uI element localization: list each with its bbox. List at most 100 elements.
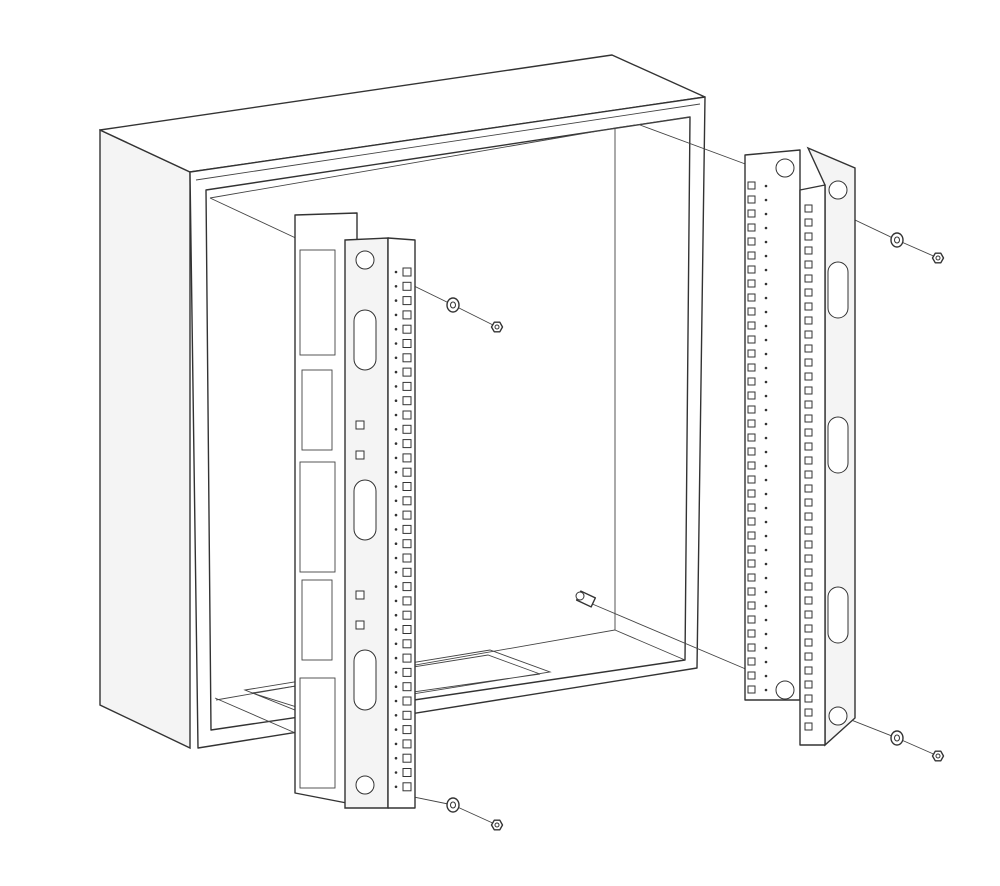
dot-hole xyxy=(764,520,768,524)
square-hole xyxy=(804,218,813,227)
dot-hole xyxy=(764,324,768,328)
square-hole xyxy=(402,410,412,420)
square-hole xyxy=(747,573,756,582)
square-hole xyxy=(747,629,756,638)
square-hole xyxy=(402,639,412,649)
square-hole xyxy=(747,307,756,316)
square-hole xyxy=(747,293,756,302)
dot-hole xyxy=(764,282,768,286)
rail-cutout xyxy=(299,461,336,573)
square-hole xyxy=(804,288,813,297)
dot-hole xyxy=(394,313,398,317)
dot-hole xyxy=(764,674,768,678)
square-hole xyxy=(804,568,813,577)
square-hole xyxy=(747,321,756,330)
dot-hole xyxy=(394,571,398,574)
square-hole xyxy=(747,531,756,540)
washer-hole xyxy=(450,801,456,809)
enclosure-opening xyxy=(205,116,691,731)
square-hole xyxy=(747,433,756,442)
mounting-hole xyxy=(828,706,848,726)
square-hole xyxy=(804,204,813,213)
square-hole xyxy=(804,624,813,633)
dot-hole xyxy=(394,456,398,460)
nut-hole xyxy=(494,324,500,330)
square-hole xyxy=(804,596,813,605)
square-hole xyxy=(804,554,813,563)
square-hole xyxy=(804,414,813,423)
square-hole xyxy=(804,260,813,269)
square-hole xyxy=(402,496,412,506)
dot-hole xyxy=(394,499,398,503)
square-hole xyxy=(402,610,412,620)
right-mounting-rail xyxy=(744,146,856,747)
dot-hole xyxy=(394,413,398,417)
square-hole xyxy=(747,237,756,246)
square-hole xyxy=(804,386,813,395)
square-hole xyxy=(747,335,756,344)
square-hole xyxy=(402,553,412,563)
dot-hole xyxy=(394,470,398,474)
dot-hole xyxy=(764,548,768,552)
square-hole xyxy=(804,232,813,241)
square-hole xyxy=(747,447,756,456)
dot-hole xyxy=(394,342,398,345)
square-hole xyxy=(747,419,756,428)
nut-hole xyxy=(935,255,941,261)
dot-hole xyxy=(394,513,398,517)
square-hole xyxy=(804,666,813,675)
square-hole xyxy=(402,453,412,463)
square-hole xyxy=(747,489,756,498)
square-hole xyxy=(402,510,412,520)
dot-hole xyxy=(764,506,768,510)
dot-hole xyxy=(394,556,398,560)
square-hole xyxy=(804,498,813,507)
square-hole xyxy=(747,517,756,526)
square-hole xyxy=(402,267,412,277)
washer-hole xyxy=(894,236,900,244)
dot-hole xyxy=(394,785,398,789)
fasteners xyxy=(446,232,945,831)
square-hole xyxy=(355,590,365,600)
dot-hole xyxy=(394,528,398,531)
dot-hole xyxy=(764,646,768,650)
dot-hole xyxy=(394,285,398,288)
oval-slot xyxy=(353,309,377,371)
square-hole xyxy=(804,358,813,367)
mounting-hole xyxy=(355,250,375,270)
square-hole xyxy=(402,539,412,549)
square-hole xyxy=(747,405,756,414)
dot-hole xyxy=(764,394,768,398)
square-hole xyxy=(804,526,813,535)
square-hole xyxy=(402,367,412,377)
square-hole xyxy=(402,281,412,291)
enclosure-left-side xyxy=(99,128,191,750)
left-rail-front-strip xyxy=(387,237,416,809)
dot-hole xyxy=(394,628,398,631)
leader-line xyxy=(896,239,939,259)
square-hole xyxy=(804,638,813,647)
right-rail-front-strip xyxy=(799,184,826,746)
dot-hole xyxy=(764,464,768,468)
square-hole xyxy=(747,265,756,274)
square-hole xyxy=(402,324,412,334)
dot-hole xyxy=(764,338,768,342)
dot-hole xyxy=(394,428,398,431)
square-hole xyxy=(402,768,412,777)
dot-hole xyxy=(394,685,398,688)
dot-hole xyxy=(394,699,398,703)
dot-hole xyxy=(764,604,768,608)
square-hole xyxy=(747,545,756,554)
square-hole xyxy=(804,344,813,353)
oval-slot xyxy=(827,416,849,474)
dot-hole xyxy=(764,380,768,384)
stud xyxy=(575,590,597,608)
dot-hole xyxy=(764,492,768,496)
dot-hole xyxy=(764,198,768,202)
dot-hole xyxy=(764,254,768,258)
rail-cutout xyxy=(299,249,336,356)
dot-hole xyxy=(764,436,768,440)
dot-hole xyxy=(394,613,398,617)
oval-slot xyxy=(353,649,377,711)
square-hole xyxy=(804,442,813,451)
